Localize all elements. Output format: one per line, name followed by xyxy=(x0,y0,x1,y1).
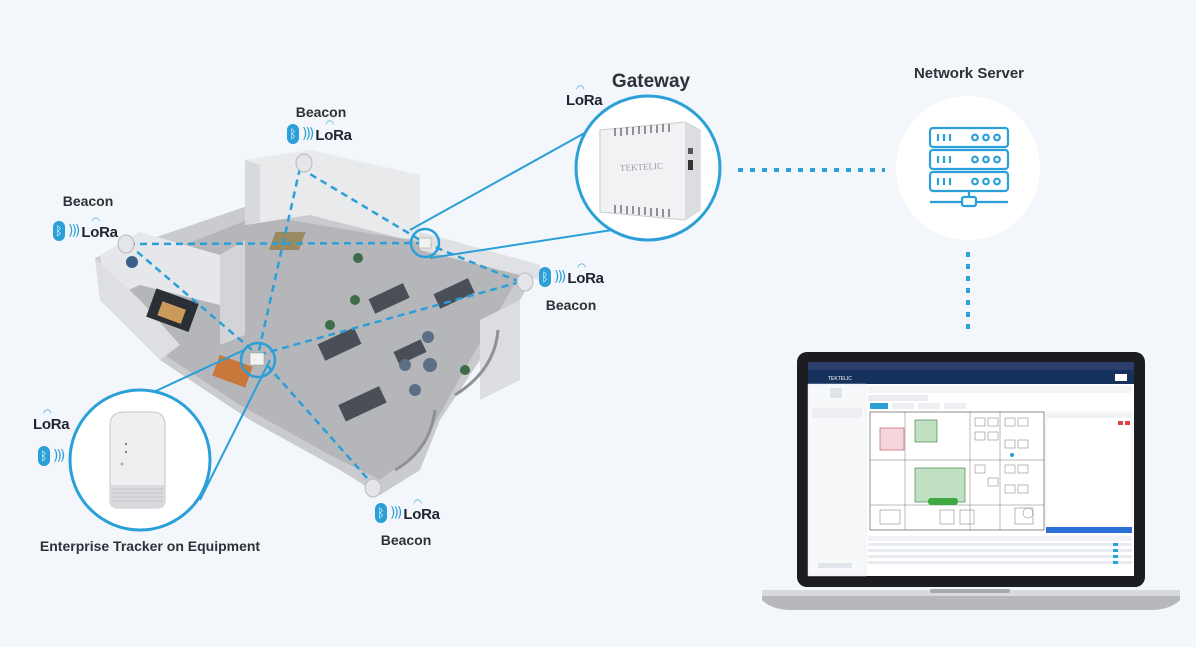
gateway-location-marker xyxy=(409,227,441,259)
gateway-zoom: TEKTELIC xyxy=(574,94,722,242)
beacon-right-label: Beacon xyxy=(545,297,597,313)
gateway-brand-text: TEKTELIC xyxy=(620,161,663,173)
lora-logo: LoRa xyxy=(315,127,352,144)
beacon-right-badges: ᛒ ))) ◠LoRa xyxy=(539,262,604,288)
beacon-devices xyxy=(117,153,534,498)
beacon-bottom-badges: ᛒ ))) ◠LoRa xyxy=(375,498,440,524)
tracker-label: Enterprise Tracker on Equipment xyxy=(39,538,261,554)
lora-signal-icon: ◠ xyxy=(325,119,335,130)
lora-signal-icon: ◠ xyxy=(576,84,585,95)
lora-logo: LoRa xyxy=(81,224,118,241)
beacon-bottom-label: Beacon xyxy=(380,532,432,548)
bluetooth-icon: ᛒ xyxy=(53,221,65,241)
wireless-waves-icon: ))) xyxy=(390,505,402,521)
gateway-lora-badge: ◠LoRa xyxy=(566,84,603,110)
laptop: TEKTELIC xyxy=(762,352,1180,610)
tracker-zoom xyxy=(68,388,212,532)
lora-logo: LoRa xyxy=(566,92,603,109)
tracker-location-marker xyxy=(239,341,277,379)
signal-lines xyxy=(127,166,970,488)
zoom-lines xyxy=(114,129,626,501)
beacon-top-label: Beacon xyxy=(295,104,347,120)
laptop-app-title: TEKTELIC xyxy=(828,376,852,382)
lora-signal-icon: ◠ xyxy=(91,216,101,227)
office-floor-plan xyxy=(95,150,540,495)
tracker-lora-badge: ◠LoRa xyxy=(33,408,70,434)
wireless-waves-icon: ))) xyxy=(68,223,80,239)
lora-logo: LoRa xyxy=(567,270,604,287)
wireless-waves-icon: ))) xyxy=(53,448,65,464)
lora-signal-icon: ◠ xyxy=(577,262,587,273)
network-server-label: Network Server xyxy=(913,65,1025,82)
wireless-waves-icon: ))) xyxy=(302,126,314,142)
beacon-left-label: Beacon xyxy=(62,193,114,209)
bluetooth-icon: ᛒ xyxy=(375,503,387,523)
beacon-left-badges: ᛒ ))) ◠LoRa xyxy=(53,216,118,242)
bluetooth-icon: ᛒ xyxy=(287,124,299,144)
bluetooth-icon: ᛒ xyxy=(38,446,50,466)
lora-signal-icon: ◠ xyxy=(413,498,423,509)
beacon-top-badges: ᛒ ))) ◠LoRa xyxy=(287,119,352,145)
gateway-label: Gateway xyxy=(611,71,691,92)
lora-logo: LoRa xyxy=(403,506,440,523)
tracker-bluetooth-badge: ᛒ ))) xyxy=(38,446,65,466)
bluetooth-icon: ᛒ xyxy=(539,267,551,287)
lora-logo: LoRa xyxy=(33,416,70,433)
wireless-waves-icon: ))) xyxy=(554,269,566,285)
network-server-icon xyxy=(896,96,1040,240)
lora-signal-icon: ◠ xyxy=(43,408,52,419)
